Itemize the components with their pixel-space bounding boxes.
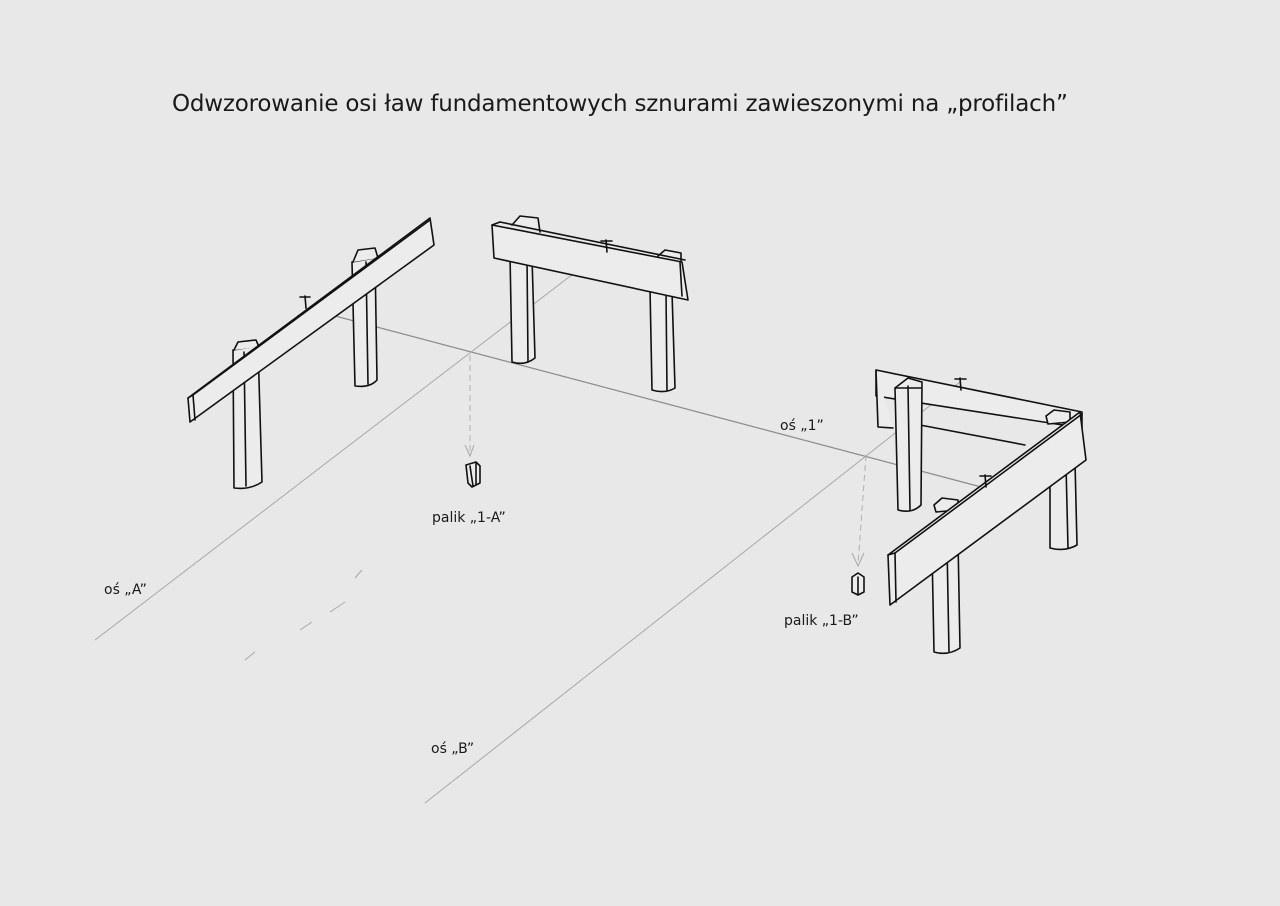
profile-right-corner	[875, 369, 1087, 655]
stake-1a-icon	[465, 461, 481, 488]
profile-back	[491, 215, 689, 393]
axis-1-string	[304, 307, 986, 489]
stake-1b-icon	[851, 572, 865, 596]
axis-strings	[94, 247, 986, 804]
plumb-lines	[464, 355, 867, 568]
diagram-title: Odwzorowanie osi ław fundamentowych sznu…	[172, 91, 1068, 117]
stake-1b-label: palik „1-B”	[784, 613, 859, 629]
axis-a-label: oś „A”	[104, 582, 147, 598]
stake-1a-label: palik „1-A”	[432, 510, 506, 526]
axis-b-string	[424, 381, 961, 804]
axis-1-label: oś „1”	[780, 418, 824, 434]
axis-b-label: oś „B”	[431, 741, 475, 757]
profile-left	[187, 217, 435, 490]
